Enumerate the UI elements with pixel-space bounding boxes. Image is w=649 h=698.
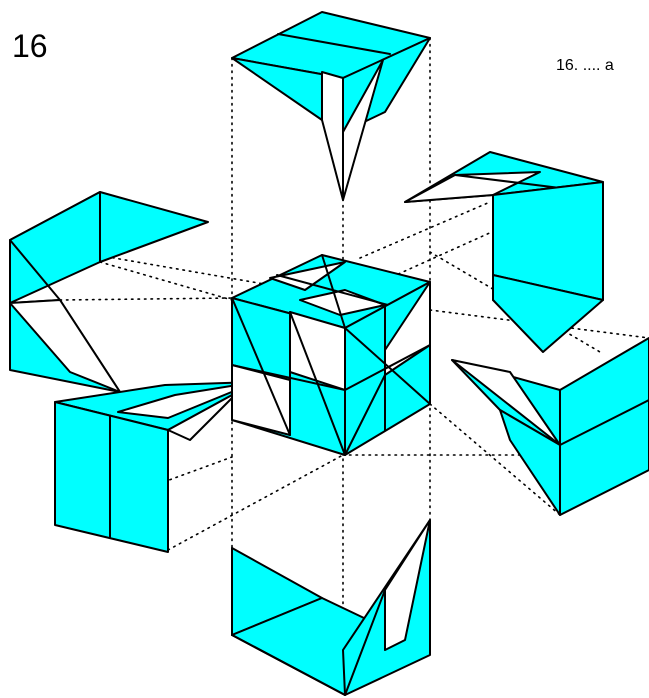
top-piece — [232, 12, 430, 200]
left-piece — [10, 192, 208, 392]
bottom-piece — [232, 520, 430, 695]
lower-left-piece — [55, 382, 256, 552]
right-piece — [405, 152, 603, 352]
central-cube — [232, 255, 430, 455]
lower-right-piece — [452, 338, 649, 515]
